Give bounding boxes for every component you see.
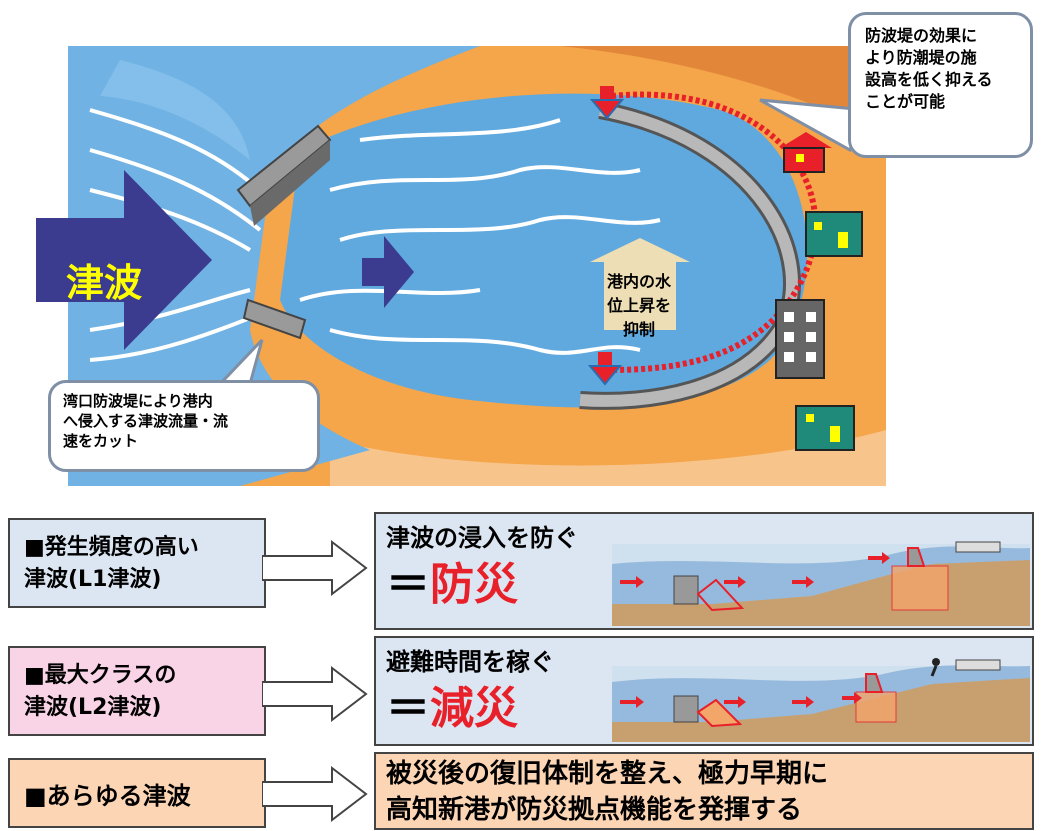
- office-building-icon: [775, 299, 825, 379]
- row-l2-heading: 避難時間を稼ぐ: [386, 648, 554, 676]
- callout-breakwater-effect: 湾口防波堤により港内 へ侵入する津波流量・流 速をカット: [48, 380, 320, 472]
- harbor-illustration: [36, 46, 886, 486]
- down-arrow-icon: [589, 86, 625, 120]
- water-rise-arrow: [590, 238, 690, 330]
- row-l1-detail: 津波の浸入を防ぐ ＝防災: [374, 512, 1034, 630]
- row-l2-result: ＝減災: [386, 683, 518, 734]
- row-l1-result: ＝防災: [386, 559, 518, 610]
- tsunami-arrow: [36, 170, 212, 350]
- land-shore: [330, 430, 886, 486]
- breakwater-south: [242, 298, 307, 340]
- sea-highlight: [100, 60, 250, 160]
- water-rise-text: 港内の水 位上昇を 抑制: [606, 272, 671, 339]
- callout-seawall-effect: 防波堤の効果に より防潮堤の施 設高を低く抑える ことが可能: [848, 12, 1033, 158]
- row-l1-label: ■発生頻度の高い 津波(L1津波): [8, 518, 266, 608]
- row-l1-heading: 津波の浸入を防ぐ: [386, 524, 578, 552]
- building-icon: [805, 211, 863, 257]
- inner-wave-arrow: [362, 236, 414, 308]
- house-icon: [780, 132, 832, 173]
- land-ridge: [560, 46, 886, 140]
- l1-cross-section-illustration: [612, 541, 1030, 626]
- down-arrow-icon: [587, 352, 623, 386]
- row-connector-arrow: [262, 539, 368, 597]
- harbor-basin: [280, 93, 808, 408]
- row-connector-arrow: [262, 665, 368, 723]
- outer-sea: [68, 46, 480, 486]
- l2-cross-section-illustration: [612, 658, 1030, 742]
- breakwater-north-side: [250, 140, 330, 226]
- building-icon: [795, 405, 855, 451]
- row-l2-detail: 避難時間を稼ぐ ＝減災: [374, 636, 1034, 746]
- row-all-detail: 被災後の復旧体制を整え、極力早期に 高知新港が防災拠点機能を発揮する: [374, 752, 1034, 830]
- tsunami-label: 津波: [66, 261, 143, 305]
- row-connector-arrow: [262, 765, 368, 823]
- row-l2-label: ■最大クラスの 津波(L2津波): [8, 646, 266, 736]
- recovery-text: 被災後の復旧体制を整え、極力早期に 高知新港が防災拠点機能を発揮する: [386, 759, 829, 825]
- row-all-label: ■あらゆる津波: [8, 758, 266, 828]
- reduced-height-arc: [599, 91, 819, 373]
